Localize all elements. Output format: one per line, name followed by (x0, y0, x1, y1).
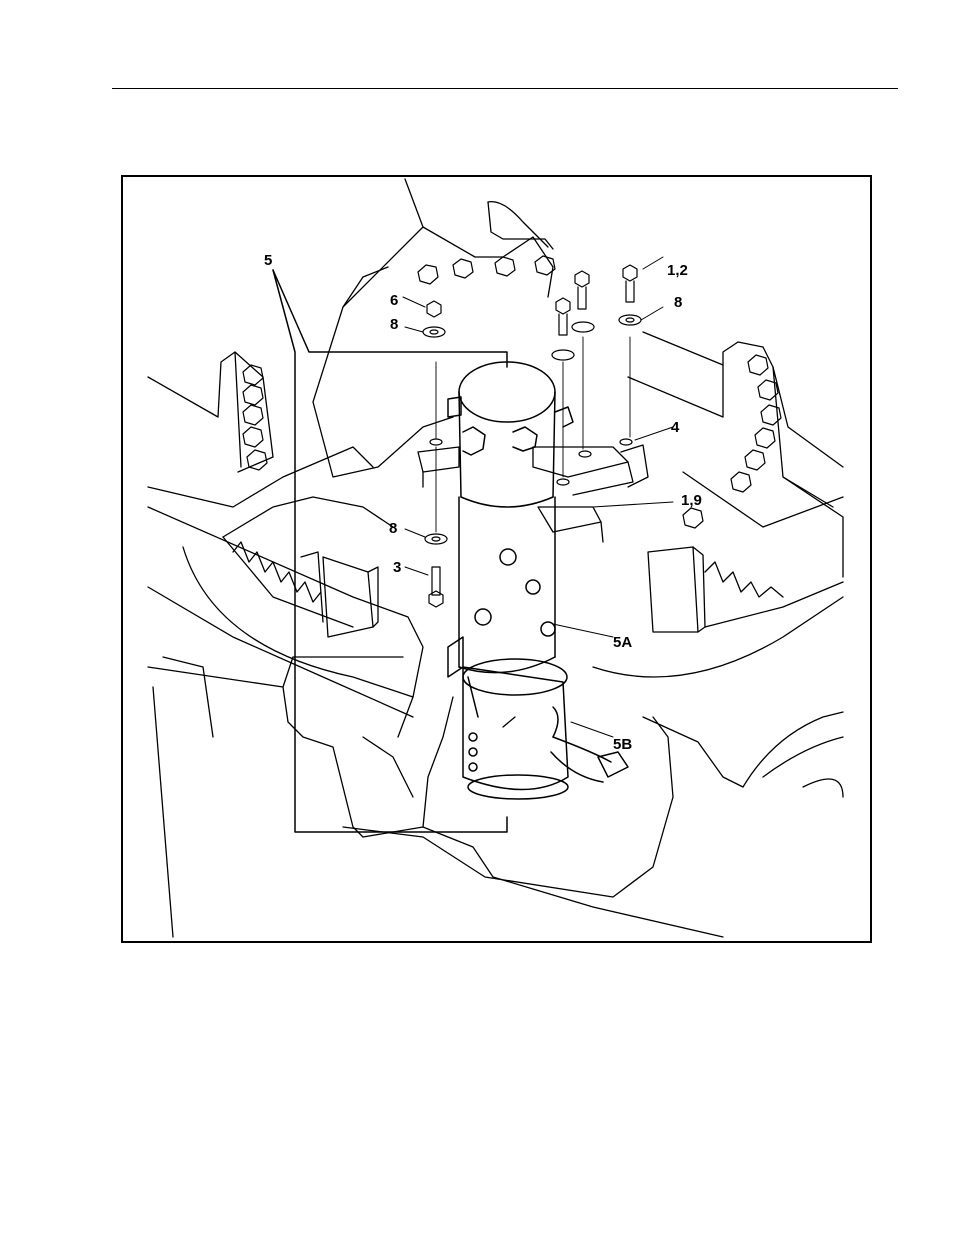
callout-4: 4 (671, 419, 680, 436)
callout-1-9: 1,9 (681, 492, 702, 509)
callout-1-2: 1,2 (667, 262, 688, 279)
callout-6: 6 (390, 292, 398, 309)
upper-left-structure (313, 179, 553, 477)
callout-5b: 5B (613, 736, 632, 753)
upper-right-panel (628, 332, 843, 527)
callout-5a: 5A (613, 634, 632, 651)
callout-8-top: 8 (390, 316, 398, 333)
callout-5: 5 (264, 252, 272, 269)
exploded-diagram: 5 6 8 1,2 8 4 1,9 8 3 5A 5B (123, 177, 872, 943)
figure-frame: 5 6 8 1,2 8 4 1,9 8 3 5A 5B (121, 175, 872, 943)
callout-8-mid: 8 (389, 520, 397, 537)
callout-3: 3 (393, 559, 401, 576)
bolt-circle (243, 256, 781, 528)
left-bracket (418, 447, 459, 487)
fasteners (423, 265, 641, 607)
callout-8-right: 8 (674, 294, 682, 311)
header-rule (112, 88, 898, 89)
swivel-column (448, 362, 628, 799)
mounting-bracket (533, 445, 648, 542)
callout-labels: 5 6 8 1,2 8 4 1,9 8 3 5A 5B (264, 252, 702, 753)
